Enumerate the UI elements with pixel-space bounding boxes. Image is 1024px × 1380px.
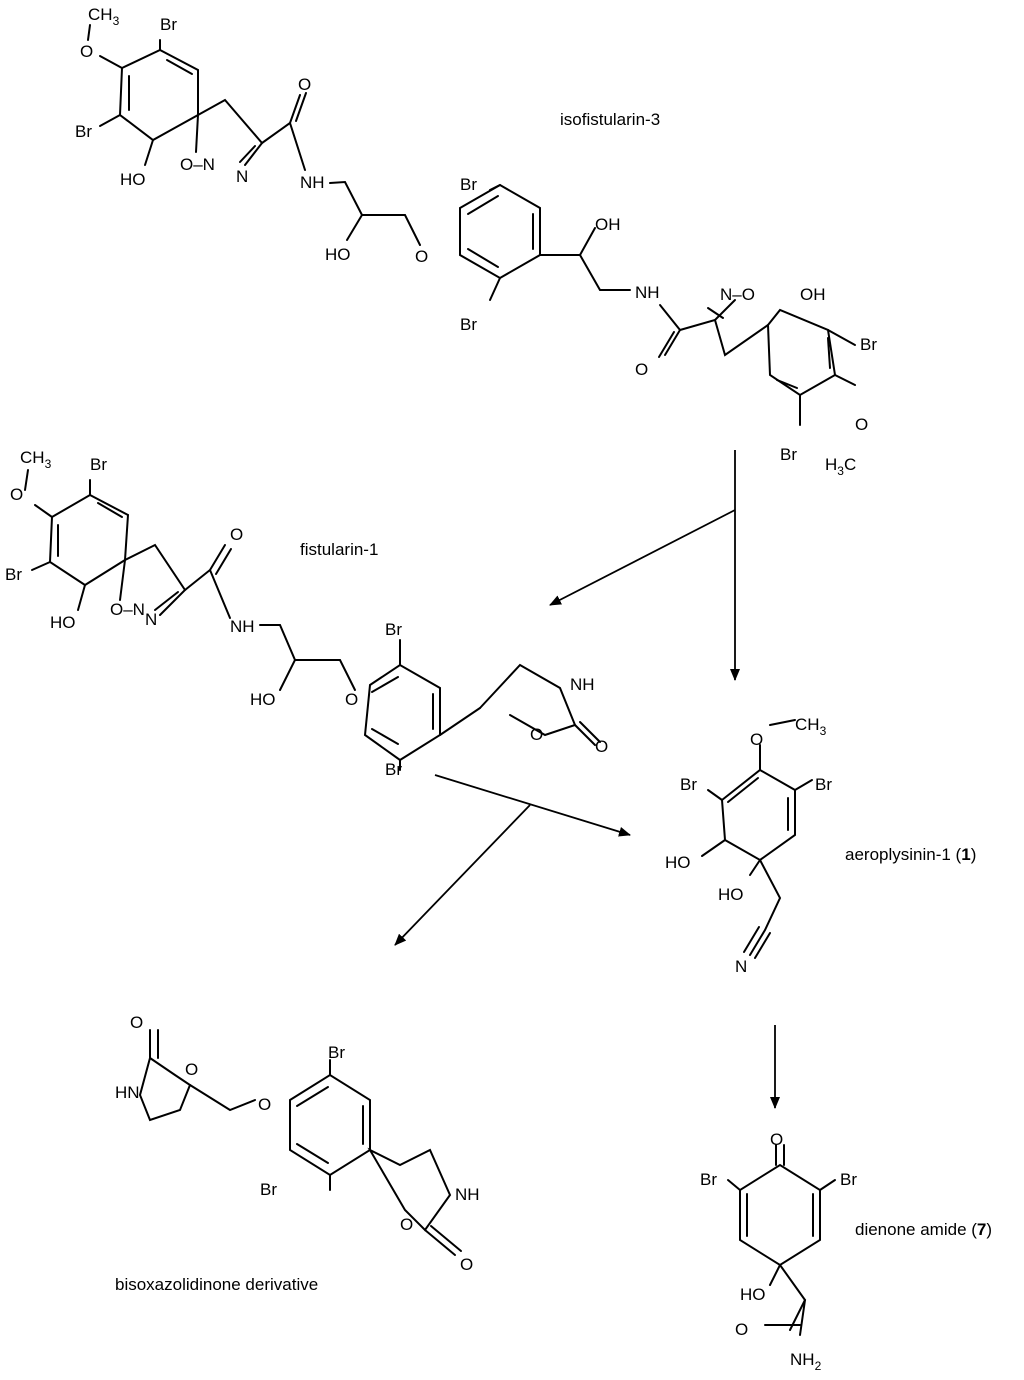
n-label: N [145,610,157,629]
ether-o: O [415,247,428,266]
hydroxyl-label: OH [800,285,826,304]
amide-nh: NH [230,617,255,636]
br-label: Br [815,775,832,794]
ketone-o: O [770,1130,783,1149]
structure-fistularin-1 [24,469,601,771]
br-label: Br [700,1170,717,1189]
isoxazoline-on: O–N [110,600,145,619]
ring-o: O [400,1215,413,1234]
br-label: Br [260,1180,277,1199]
br-label: Br [840,1170,857,1189]
br-label: Br [680,775,697,794]
compound-label-dienone-amide: dienone amide (7) [855,1220,992,1239]
atom-labels-dienone: O Br Br HO O NH2 dienone amide (7) [700,1130,992,1373]
structure-aeroplysinin-1 [701,719,813,959]
methoxy-o: O [750,730,763,749]
hydroxyl-label: HO [250,690,276,709]
methyl-label: H3C [825,455,856,478]
ring-o: O [530,725,543,744]
atom-labels-bisoxazolidinone: O O HN O Br Br NH O O bisoxazolidinone d… [115,1013,480,1294]
arrow-fistularin-to-bisoxazolidinone [394,804,531,946]
carbonyl-o: O [635,360,648,379]
br-label: Br [328,1043,345,1062]
hydroxyl-label: HO [325,245,351,264]
hydroxyl-label: HO [740,1285,766,1304]
hydroxyl-label: HO [665,853,691,872]
carbonyl-o: O [298,75,311,94]
br-label: Br [385,620,402,639]
atom-labels-aeroplysinin: O CH3 Br Br HO HO N aeroplysinin-1 (1) [665,715,976,976]
carbonyl-o: O [230,525,243,544]
compound-label-isofistularin-3: isofistularin-3 [560,110,660,129]
carbonyl-o: O [735,1320,748,1339]
compound-label-fistularin-1: fistularin-1 [300,540,378,559]
br-label: Br [860,335,877,354]
hydroxyl-label: HO [718,885,744,904]
methoxy-o: O [10,485,23,504]
oxazolidinone-nh: NH [570,675,595,694]
arrow-isofistularin-to-fistularin [549,509,736,606]
arrow-fistularin-to-aeroplysinin [434,774,631,837]
ether-o: O [258,1095,271,1114]
br-label: Br [460,175,477,194]
compound-label-bisoxazolidinone: bisoxazolidinone derivative [115,1275,318,1294]
structure-dienone-amide [727,1144,836,1336]
atom-labels-fistularin: CH3 O Br Br HO O–N N O NH HO O Br Br NH … [5,448,608,779]
oxazolidinone-hn: HN [115,1083,140,1102]
carbonyl-o: O [460,1255,473,1274]
atom-labels-isofistularin: CH3 O Br Br HO O–N N O NH HO O Br Br OH … [75,5,877,478]
hydroxyl-label: HO [50,613,76,632]
methoxy-o: O [80,42,93,61]
hydroxyl-label: OH [595,215,621,234]
br-label: Br [75,122,92,141]
oxazolidinone-nh: NH [455,1185,480,1204]
br-label: Br [460,315,477,334]
compound-label-aeroplysinin-1: aeroplysinin-1 (1) [845,845,976,864]
n-label: N [236,167,248,186]
amide-nh: NH [300,173,325,192]
amide-nh: NH [635,283,660,302]
ring-o: O [185,1060,198,1079]
reaction-arrows [394,450,780,1109]
hydroxyl-label: HO [120,170,146,189]
isoxazoline-on: O–N [180,155,215,174]
methyl-label: CH3 [88,5,120,28]
br-label: Br [385,760,402,779]
br-label: Br [160,15,177,34]
carbonyl-o: O [595,737,608,756]
br-label: Br [90,455,107,474]
structure-bisoxazolidinone [138,1029,462,1256]
methyl-label: CH3 [795,715,827,738]
br-label: Br [5,565,22,584]
br-label: Br [780,445,797,464]
ether-o: O [345,690,358,709]
methoxy-o: O [855,415,868,434]
structure-isofistularin-3 [87,24,856,426]
isoxazoline-no: N–O [720,285,755,304]
amide-nh2: NH2 [790,1350,822,1373]
nitrile-n: N [735,957,747,976]
methyl-label: CH3 [20,448,52,471]
carbonyl-o: O [130,1013,143,1032]
